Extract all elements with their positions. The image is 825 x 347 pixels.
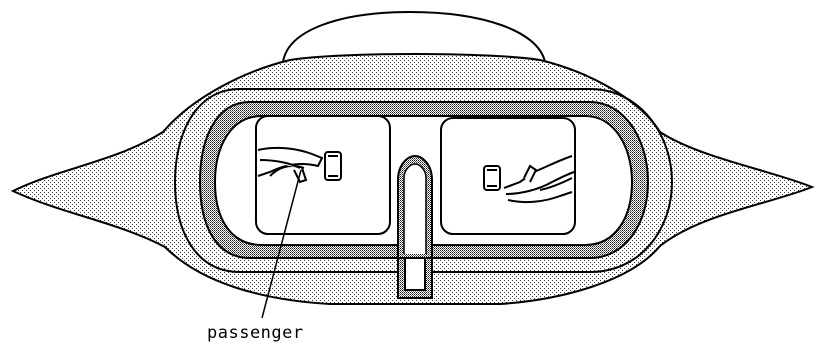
passenger-label: passenger: [207, 323, 304, 343]
right-seat-window: [441, 118, 575, 234]
left-seat-window: [256, 116, 390, 234]
post-hole: [404, 164, 426, 254]
